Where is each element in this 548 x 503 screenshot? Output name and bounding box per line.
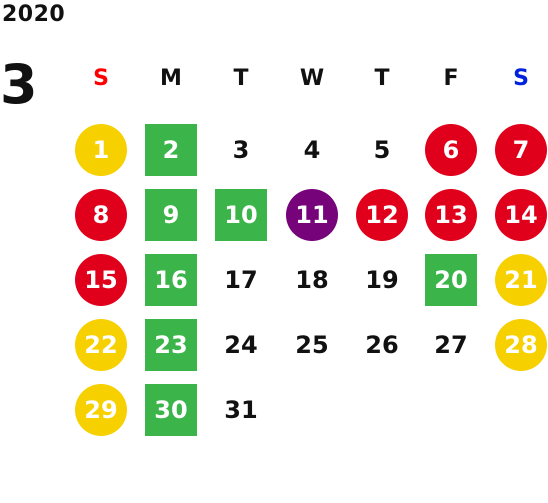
weekday-0: S: [93, 66, 109, 91]
day-12: 12: [356, 189, 408, 241]
day-7: 7: [495, 124, 547, 176]
day-26: 26: [365, 331, 399, 359]
day-14: 14: [495, 189, 547, 241]
weekday-2: T: [233, 66, 249, 91]
day-1: 1: [75, 124, 127, 176]
year-label: 2020: [2, 2, 66, 27]
day-21: 21: [495, 254, 547, 306]
weekday-3: W: [299, 66, 325, 91]
day-10: 10: [215, 189, 267, 241]
day-15: 15: [75, 254, 127, 306]
day-9: 9: [145, 189, 197, 241]
day-17: 17: [224, 266, 258, 294]
day-4: 4: [303, 136, 321, 164]
day-2: 2: [145, 124, 197, 176]
day-31: 31: [224, 396, 258, 424]
day-25: 25: [295, 331, 329, 359]
day-6: 6: [425, 124, 477, 176]
day-24: 24: [224, 331, 258, 359]
day-5: 5: [373, 136, 391, 164]
day-16: 16: [145, 254, 197, 306]
day-3: 3: [232, 136, 250, 164]
day-30: 30: [145, 384, 197, 436]
day-19: 19: [365, 266, 399, 294]
weekday-1: M: [160, 66, 182, 91]
day-22: 22: [75, 319, 127, 371]
weekday-5: F: [443, 66, 459, 91]
day-11: 11: [286, 189, 338, 241]
day-20: 20: [425, 254, 477, 306]
day-13: 13: [425, 189, 477, 241]
weekday-4: T: [374, 66, 390, 91]
month-number: 3: [0, 53, 38, 116]
weekday-6: S: [513, 66, 529, 91]
day-28: 28: [495, 319, 547, 371]
day-29: 29: [75, 384, 127, 436]
day-27: 27: [434, 331, 468, 359]
day-8: 8: [75, 189, 127, 241]
day-23: 23: [145, 319, 197, 371]
day-18: 18: [295, 266, 329, 294]
